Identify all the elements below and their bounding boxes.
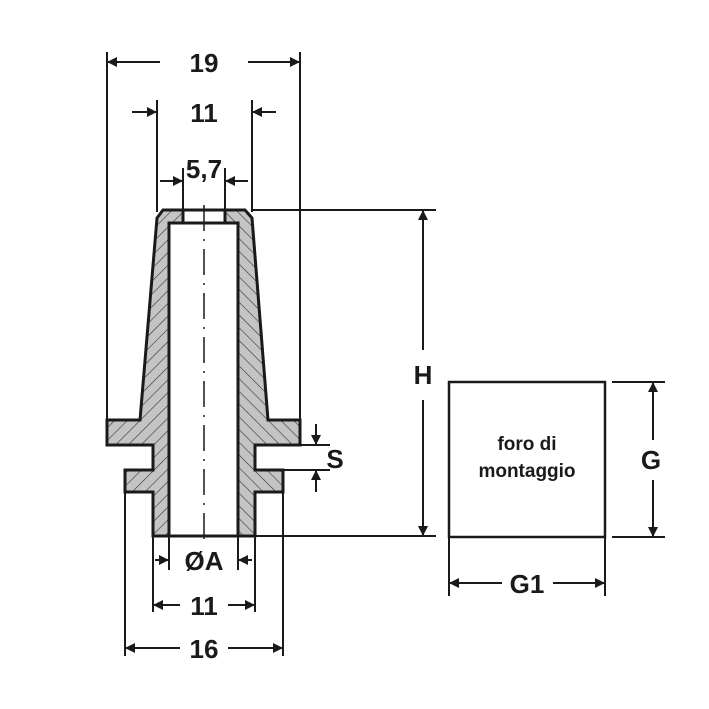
- mounting-hole-outline: [447, 380, 607, 539]
- dim-label-bore: ØA: [185, 546, 224, 576]
- dimension-g: G: [641, 382, 661, 537]
- dimension-bore: ØA: [155, 546, 252, 576]
- dim-label-19: 19: [190, 48, 219, 78]
- mounting-hole: foro di montaggio: [447, 380, 607, 539]
- dimension-5-7: 5,7: [160, 154, 248, 186]
- dim-label-16: 16: [190, 634, 219, 664]
- dimension-19: 19: [107, 48, 300, 78]
- dim-label-s: S: [326, 444, 343, 474]
- dim-label-g: G: [641, 445, 661, 475]
- dimension-11-bottom: 11: [153, 591, 255, 621]
- mounting-hole-label-1: foro di: [497, 434, 556, 455]
- mounting-hole-label-2: montaggio: [478, 461, 575, 482]
- dimension-16: 16: [125, 634, 283, 664]
- extension-lines: [106, 52, 665, 656]
- dimension-s: S: [311, 424, 344, 492]
- dim-label-5-7: 5,7: [186, 154, 222, 184]
- grommet-section: [105, 205, 302, 545]
- dim-label-11-bottom: 11: [190, 591, 218, 621]
- dimension-g1: G1: [449, 569, 605, 599]
- dim-label-g1: G1: [510, 569, 545, 599]
- dim-label-11-top: 11: [190, 98, 218, 128]
- dim-label-h: H: [414, 360, 433, 390]
- dimension-11-top: 11: [132, 98, 276, 128]
- dimension-h: H: [414, 210, 433, 536]
